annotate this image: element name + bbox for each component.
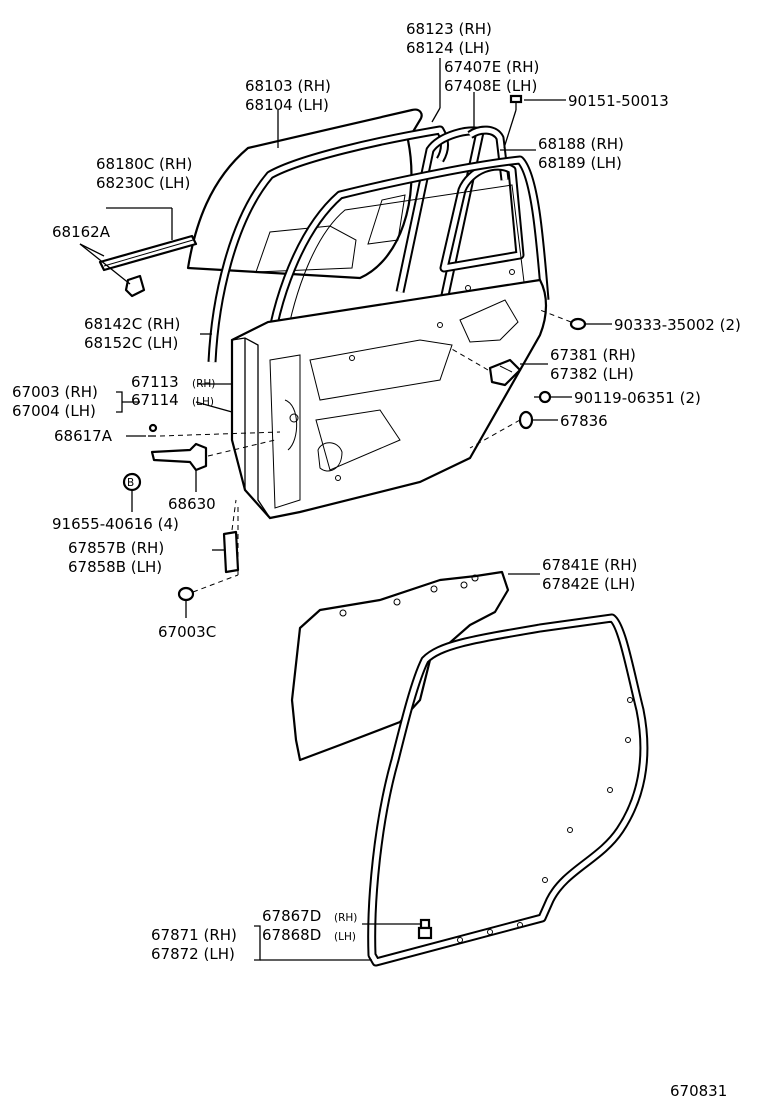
door-pocket-lower: [315, 409, 401, 471]
label-68230c: 68230C (LH): [96, 174, 190, 192]
label-68123: 68123 (RH): [406, 20, 492, 38]
label-67382: 67382 (LH): [550, 365, 634, 383]
label-67857b: 67857B (RH): [68, 539, 164, 557]
door-check-68630: [150, 442, 208, 472]
label-68124: 68124 (LH): [406, 39, 490, 57]
label-67872: 67872 (LH): [151, 945, 235, 963]
label-67408e: 67408E (LH): [444, 77, 537, 95]
label-67407e: 67407E (RH): [444, 58, 539, 76]
door-access-hole: [459, 299, 519, 343]
plug-67003c: [177, 586, 195, 602]
label-67836: 67836: [560, 412, 608, 430]
label-68617a: 68617A: [54, 427, 113, 445]
service-hole-cover: [290, 570, 510, 762]
label-67003c: 67003C: [158, 623, 216, 641]
label-68142c: 68142C (RH): [84, 315, 180, 333]
molding-clip: [124, 274, 146, 298]
door-check-bracket: [488, 358, 522, 387]
label-67841e: 67841E (RH): [542, 556, 637, 574]
label-68103: 68103 (RH): [245, 77, 331, 95]
label-67858b: 67858B (LH): [68, 558, 162, 576]
label-67004: 67004 (LH): [12, 402, 96, 420]
label-68162a: 68162A: [52, 223, 111, 241]
label-90151: 90151-50013: [568, 92, 669, 110]
label-67114: 67114: [131, 391, 179, 409]
label-90119: 90119-06351 (2): [574, 389, 701, 407]
label-67114-side: (LH): [192, 396, 214, 408]
door-glass: [186, 108, 423, 280]
label-67842e: 67842E (LH): [542, 575, 635, 593]
door-inner-panel: [230, 278, 548, 520]
callout-labels: 68123 (RH) 68124 (LH) 68103 (RH) 68104 (…: [12, 20, 741, 1100]
label-67867d: 67867D: [262, 907, 321, 925]
screw-90151: [509, 94, 523, 110]
weatherstrip-clip-67867d: [417, 918, 433, 940]
label-circle-b: B: [127, 477, 134, 489]
label-67868d: 67868D: [262, 926, 321, 944]
label-68630: 68630: [168, 495, 216, 513]
label-91655: 91655-40616 (4): [52, 515, 179, 533]
label-68104: 68104 (LH): [245, 96, 329, 114]
label-68180c: 68180C (RH): [96, 155, 192, 173]
label-68152c: 68152C (LH): [84, 334, 178, 352]
leader-lines: [79, 58, 612, 961]
door-pocket-upper: [309, 339, 453, 401]
glass-reflection-2: [367, 194, 406, 245]
label-68189: 68189 (LH): [538, 154, 622, 172]
label-67381: 67381 (RH): [550, 346, 636, 364]
glass-reflection: [255, 225, 357, 273]
plug-90333: [569, 317, 587, 331]
label-67113: 67113: [131, 373, 179, 391]
label-67113-side: (RH): [192, 378, 215, 390]
label-67003: 67003 (RH): [12, 383, 98, 401]
bolt-90119: [534, 390, 552, 404]
door-pad-67857b: [222, 530, 240, 574]
label-67868d-side: (LH): [334, 931, 356, 943]
grommet-67836: [518, 410, 534, 430]
label-90333: 90333-35002 (2): [614, 316, 741, 334]
figure-id: 670831: [670, 1082, 727, 1100]
label-67871: 67871 (RH): [151, 926, 237, 944]
label-68188: 68188 (RH): [538, 135, 624, 153]
pin-68617a: [148, 423, 158, 437]
label-67867d-side: (RH): [334, 912, 357, 924]
